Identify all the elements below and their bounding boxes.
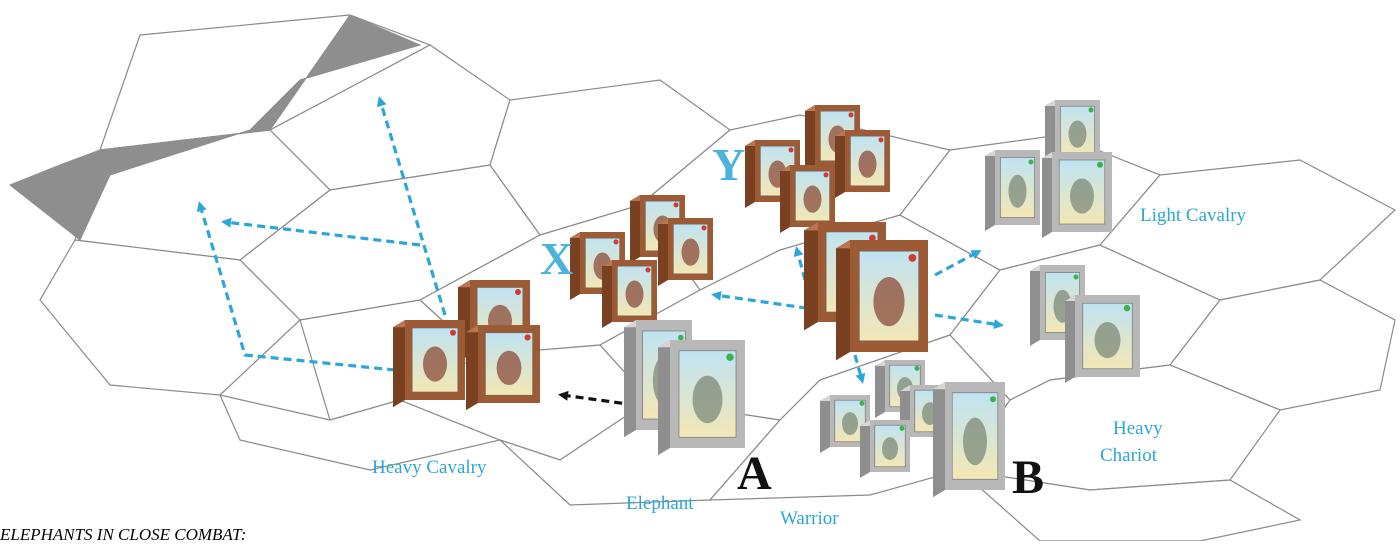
unit-block-icon[interactable] bbox=[658, 218, 713, 286]
unit-block-icon[interactable] bbox=[393, 320, 465, 408]
caption: ELEPHANTS IN CLOSE COMBAT: bbox=[0, 525, 247, 544]
dashed-arrow-icon bbox=[376, 96, 447, 316]
dashed-arrow-icon bbox=[934, 250, 982, 277]
unit-block-icon[interactable] bbox=[1045, 100, 1100, 168]
hex-cell[interactable] bbox=[958, 469, 1302, 541]
dashed-arrow-icon bbox=[711, 290, 821, 312]
movement-arrows bbox=[196, 96, 1004, 407]
light-cavalry-label: Light Cavalry bbox=[1140, 205, 1247, 226]
unit-block-icon[interactable] bbox=[1030, 265, 1085, 346]
dashed-arrow-icon bbox=[793, 246, 807, 281]
hex-grid bbox=[39, 14, 1397, 541]
unit-block-icon[interactable] bbox=[780, 165, 835, 233]
unit-block-icon[interactable] bbox=[1065, 295, 1140, 383]
elephant-label: Elephant bbox=[626, 493, 694, 514]
unit-block-icon[interactable] bbox=[933, 382, 1005, 498]
warrior-label: Warrior bbox=[780, 508, 839, 529]
marker-b: B bbox=[1012, 451, 1045, 504]
unit-block-icon[interactable] bbox=[985, 150, 1040, 231]
unit-block-icon[interactable] bbox=[602, 260, 657, 328]
unit-block-icon[interactable] bbox=[1042, 152, 1112, 238]
impassable-terrain bbox=[9, 14, 422, 241]
heavy-chariot-label-line2: Chariot bbox=[1100, 445, 1157, 466]
unit-block-icon[interactable] bbox=[466, 325, 540, 411]
heavy-cavalry-label: Heavy Cavalry bbox=[372, 457, 487, 478]
dashed-arrow-icon bbox=[934, 313, 1004, 330]
marker-x: X bbox=[540, 233, 574, 284]
marker-y: Y bbox=[712, 139, 746, 190]
unit-block-icon[interactable] bbox=[860, 420, 910, 478]
unit-block-icon[interactable] bbox=[658, 340, 745, 456]
unit-block-icon[interactable] bbox=[836, 240, 928, 361]
dashed-arrow-icon bbox=[221, 217, 421, 247]
heavy-chariot-label-line1: Heavy bbox=[1113, 418, 1163, 439]
dashed-arrow-icon bbox=[196, 201, 396, 372]
marker-a: A bbox=[737, 447, 772, 500]
unit-blocks bbox=[393, 100, 1140, 498]
unit-block-icon[interactable] bbox=[835, 130, 890, 198]
dashed-arrow-icon bbox=[853, 354, 866, 384]
